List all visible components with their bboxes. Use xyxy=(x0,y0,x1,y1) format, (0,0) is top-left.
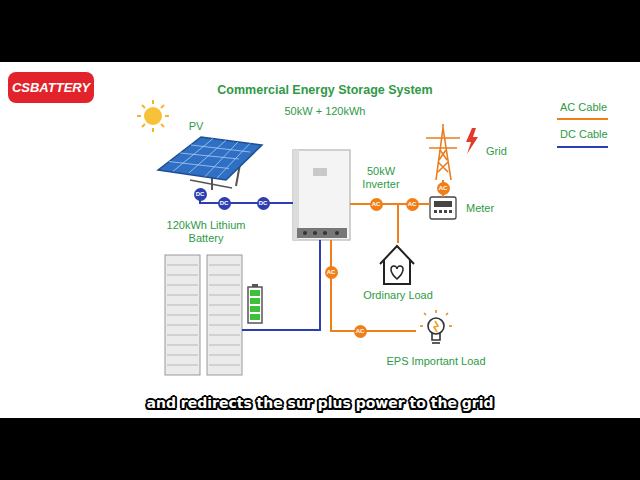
module-line xyxy=(209,285,240,286)
inverter: 50kW Inverter xyxy=(293,150,350,240)
top-bar xyxy=(0,0,640,62)
module-line xyxy=(209,365,240,366)
pv-panel xyxy=(158,137,262,190)
module-line xyxy=(209,345,240,346)
node-label: EPS Important Load xyxy=(386,355,485,368)
ac-marker: AC xyxy=(370,198,383,211)
eps-load: EPS Important Load xyxy=(416,308,456,350)
module-line xyxy=(167,345,198,346)
dc-marker: DC xyxy=(257,197,270,210)
module-line xyxy=(167,355,198,356)
module-line xyxy=(167,315,198,316)
grid: Grid xyxy=(424,124,466,180)
dc-marker: DC xyxy=(194,188,207,201)
module-line xyxy=(209,355,240,356)
system-rating: 50kW + 120kWh xyxy=(284,105,365,118)
legend-text: DC Cable xyxy=(560,128,608,141)
bottom-bar xyxy=(0,418,640,480)
node-label: Grid xyxy=(486,145,507,158)
legend-dc-line xyxy=(557,146,608,148)
module-line xyxy=(167,285,198,286)
subtitle-caption: and redirects the sur plus power to the … xyxy=(146,395,493,411)
dc-cable xyxy=(200,191,293,203)
module-line xyxy=(167,325,198,326)
meter-box xyxy=(430,197,456,219)
battery-bank: 120kWh Lithium Battery xyxy=(165,255,242,375)
grid-tower xyxy=(426,124,478,180)
ac-marker: AC xyxy=(354,325,367,338)
ac-marker: AC xyxy=(325,266,338,279)
house-icon xyxy=(380,246,414,284)
bulb-icon xyxy=(420,310,452,343)
logo-badge xyxy=(8,72,94,103)
module-line xyxy=(209,275,240,276)
node-label: Meter xyxy=(466,202,494,215)
node-label: 50kW Inverter xyxy=(353,165,409,191)
module-line xyxy=(167,335,198,336)
node-label: PV xyxy=(189,120,204,133)
diagram-title: Commercial Energy Storage System xyxy=(217,84,432,97)
node-label: Ordinary Load xyxy=(363,289,433,302)
legend-ac-line xyxy=(557,118,608,120)
legend-text: AC Cable xyxy=(560,101,607,114)
charge-icon xyxy=(248,284,262,323)
pv-array: PV xyxy=(158,135,266,191)
dc-marker: DC xyxy=(218,197,231,210)
dc-cable xyxy=(242,240,320,330)
ac-marker: AC xyxy=(406,198,419,211)
module-line xyxy=(209,335,240,336)
module-line xyxy=(209,315,240,316)
meter: Meter xyxy=(430,197,456,219)
module-line xyxy=(209,295,240,296)
module-line xyxy=(209,305,240,306)
battery-rack xyxy=(165,255,242,375)
module-line xyxy=(209,325,240,326)
module-line xyxy=(167,365,198,366)
node-label: 120kWh Lithium Battery xyxy=(160,219,252,245)
ordinary-load: Ordinary Load xyxy=(378,243,416,285)
module-line xyxy=(167,265,198,266)
sun-icon xyxy=(137,100,169,132)
ac-cable xyxy=(331,240,416,331)
brand-logo: CSBATTERY xyxy=(12,80,90,95)
inverter-unit xyxy=(293,150,350,240)
ac-marker: AC xyxy=(437,182,450,195)
module-line xyxy=(209,265,240,266)
module-line xyxy=(167,275,198,276)
module-line xyxy=(167,295,198,296)
module-line xyxy=(167,305,198,306)
